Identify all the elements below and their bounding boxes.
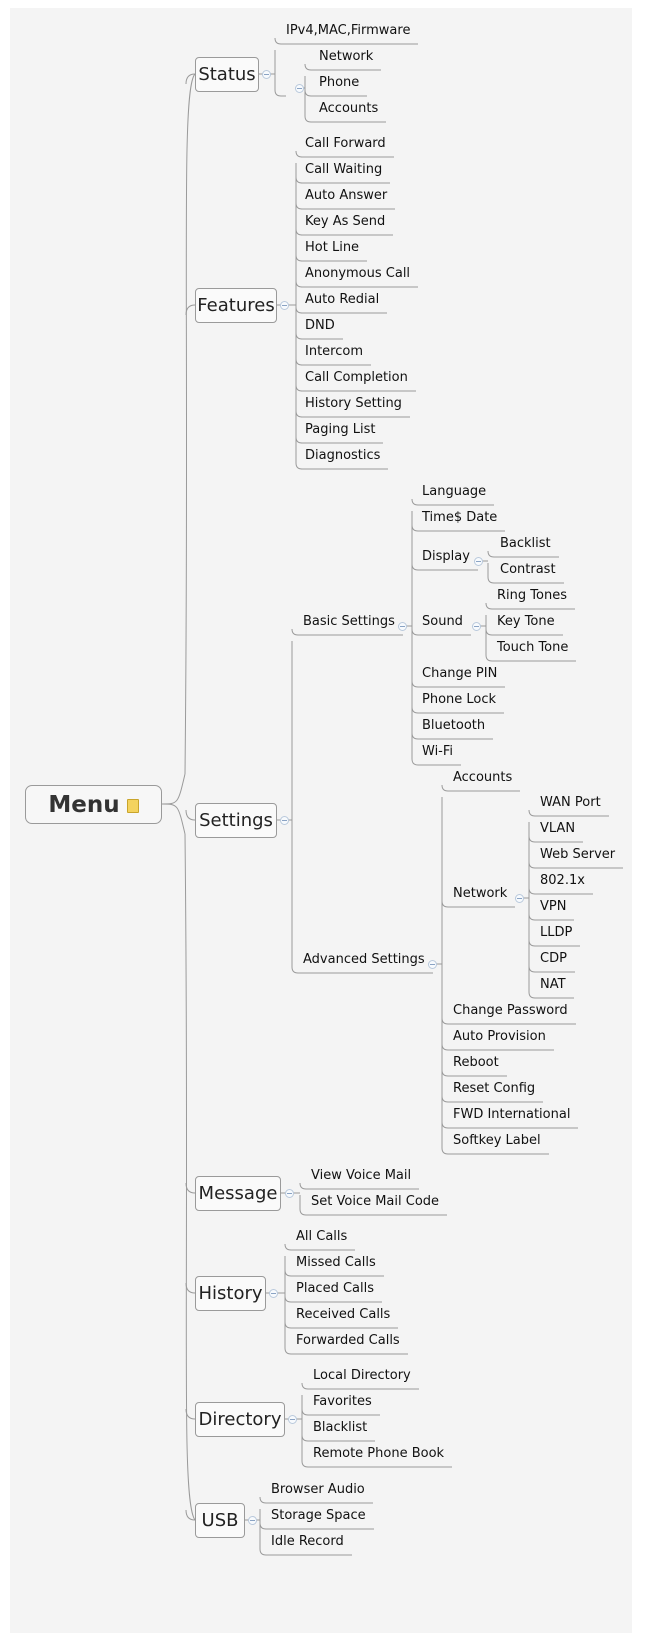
network-item[interactable]: VPN	[540, 899, 567, 914]
advanced-network-node[interactable]: Network	[453, 886, 508, 901]
node-status-label: Status	[198, 64, 256, 85]
node-history[interactable]: History	[195, 1276, 266, 1311]
history-item[interactable]: Placed Calls	[296, 1281, 374, 1296]
collapse-toggle-icon[interactable]	[285, 1189, 294, 1198]
history-item[interactable]: Missed Calls	[296, 1255, 376, 1270]
collapse-toggle-icon[interactable]	[288, 1415, 297, 1424]
node-settings-label: Settings	[199, 810, 273, 831]
features-item[interactable]: History Setting	[305, 396, 402, 411]
network-item[interactable]: NAT	[540, 977, 566, 992]
features-item[interactable]: Auto Answer	[305, 188, 388, 203]
collapse-toggle-icon[interactable]	[515, 894, 524, 903]
advanced-item[interactable]: Softkey Label	[453, 1133, 541, 1148]
collapse-toggle-icon[interactable]	[398, 622, 407, 631]
collapse-toggle-icon[interactable]	[472, 622, 481, 631]
status-ipv4-mac-firmware[interactable]: IPv4,MAC,Firmware	[286, 23, 411, 38]
node-features[interactable]: Features	[195, 288, 277, 323]
network-item[interactable]: VLAN	[540, 821, 576, 836]
features-item[interactable]: Key As Send	[305, 214, 386, 229]
settings-basic-node[interactable]: Basic Settings	[303, 614, 395, 629]
collapse-toggle-icon[interactable]	[269, 1289, 278, 1298]
history-item[interactable]: Received Calls	[296, 1307, 391, 1322]
node-history-label: History	[198, 1283, 263, 1304]
node-usb[interactable]: USB	[195, 1503, 245, 1538]
status-phone[interactable]: Phone	[319, 75, 360, 90]
directory-item[interactable]: Remote Phone Book	[313, 1446, 445, 1461]
collapse-toggle-icon[interactable]	[248, 1516, 257, 1525]
directory-item[interactable]: Favorites	[313, 1394, 372, 1409]
features-item[interactable]: Diagnostics	[305, 448, 381, 463]
features-item[interactable]: Call Completion	[305, 370, 408, 385]
usb-item[interactable]: Browser Audio	[271, 1482, 365, 1497]
collapse-toggle-icon[interactable]	[295, 84, 304, 93]
network-item[interactable]: CDP	[540, 951, 567, 966]
basic-item[interactable]: Bluetooth	[422, 718, 486, 733]
directory-item[interactable]: Blacklist	[313, 1420, 368, 1435]
basic-item[interactable]: Phone Lock	[422, 692, 497, 707]
sound-ring-tones[interactable]: Ring Tones	[497, 588, 567, 603]
features-item[interactable]: Intercom	[305, 344, 363, 359]
advanced-item[interactable]: Reset Config	[453, 1081, 536, 1096]
features-item[interactable]: Hot Line	[305, 240, 360, 255]
advanced-item[interactable]: Auto Provision	[453, 1029, 546, 1044]
network-item[interactable]: Web Server	[540, 847, 616, 862]
features-item[interactable]: DND	[305, 318, 335, 333]
features-item[interactable]: Paging List	[305, 422, 376, 437]
basic-item[interactable]: Wi-Fi	[422, 744, 454, 759]
advanced-accounts[interactable]: Accounts	[453, 770, 513, 785]
sound-touch-tone[interactable]: Touch Tone	[497, 640, 569, 655]
advanced-item[interactable]: Change Password	[453, 1003, 568, 1018]
root-node-menu[interactable]: Menu	[25, 785, 162, 824]
basic-time-date[interactable]: Time$ Date	[422, 510, 498, 525]
node-status[interactable]: Status	[195, 57, 259, 92]
settings-advanced-node[interactable]: Advanced Settings	[303, 952, 425, 967]
collapse-toggle-icon[interactable]	[262, 70, 271, 79]
history-item[interactable]: Forwarded Calls	[296, 1333, 400, 1348]
display-contrast[interactable]: Contrast	[500, 562, 556, 577]
features-item[interactable]: Call Waiting	[305, 162, 383, 177]
usb-item[interactable]: Idle Record	[271, 1534, 344, 1549]
message-item[interactable]: Set Voice Mail Code	[311, 1194, 440, 1209]
collapse-toggle-icon[interactable]	[428, 960, 437, 969]
node-directory[interactable]: Directory	[195, 1402, 285, 1437]
history-item[interactable]: All Calls	[296, 1229, 348, 1244]
network-item[interactable]: LLDP	[540, 925, 573, 940]
node-directory-label: Directory	[198, 1409, 282, 1430]
basic-item[interactable]: Change PIN	[422, 666, 498, 681]
network-item[interactable]: WAN Port	[540, 795, 601, 810]
node-message-label: Message	[198, 1183, 278, 1204]
advanced-item[interactable]: Reboot	[453, 1055, 499, 1070]
collapse-toggle-icon[interactable]	[280, 816, 289, 825]
status-accounts[interactable]: Accounts	[319, 101, 379, 116]
features-item[interactable]: Auto Redial	[305, 292, 380, 307]
note-icon	[126, 798, 139, 813]
node-usb-label: USB	[201, 1510, 239, 1531]
sound-key-tone[interactable]: Key Tone	[497, 614, 555, 629]
node-settings[interactable]: Settings	[195, 803, 277, 838]
basic-sound-node[interactable]: Sound	[422, 614, 463, 629]
basic-language[interactable]: Language	[422, 484, 487, 499]
features-item[interactable]: Call Forward	[305, 136, 386, 151]
root-label: Menu	[48, 791, 120, 818]
display-backlist[interactable]: Backlist	[500, 536, 551, 551]
collapse-toggle-icon[interactable]	[280, 301, 289, 310]
collapse-toggle-icon[interactable]	[474, 557, 483, 566]
status-network[interactable]: Network	[319, 49, 374, 64]
message-item[interactable]: View Voice Mail	[311, 1168, 412, 1183]
network-item[interactable]: 802.1x	[540, 873, 585, 888]
node-features-label: Features	[197, 295, 275, 316]
advanced-item[interactable]: FWD International	[453, 1107, 571, 1122]
node-message[interactable]: Message	[195, 1176, 281, 1211]
basic-display-node[interactable]: Display	[422, 549, 470, 564]
features-item[interactable]: Anonymous Call	[305, 266, 411, 281]
usb-item[interactable]: Storage Space	[271, 1508, 366, 1523]
directory-item[interactable]: Local Directory	[313, 1368, 411, 1383]
